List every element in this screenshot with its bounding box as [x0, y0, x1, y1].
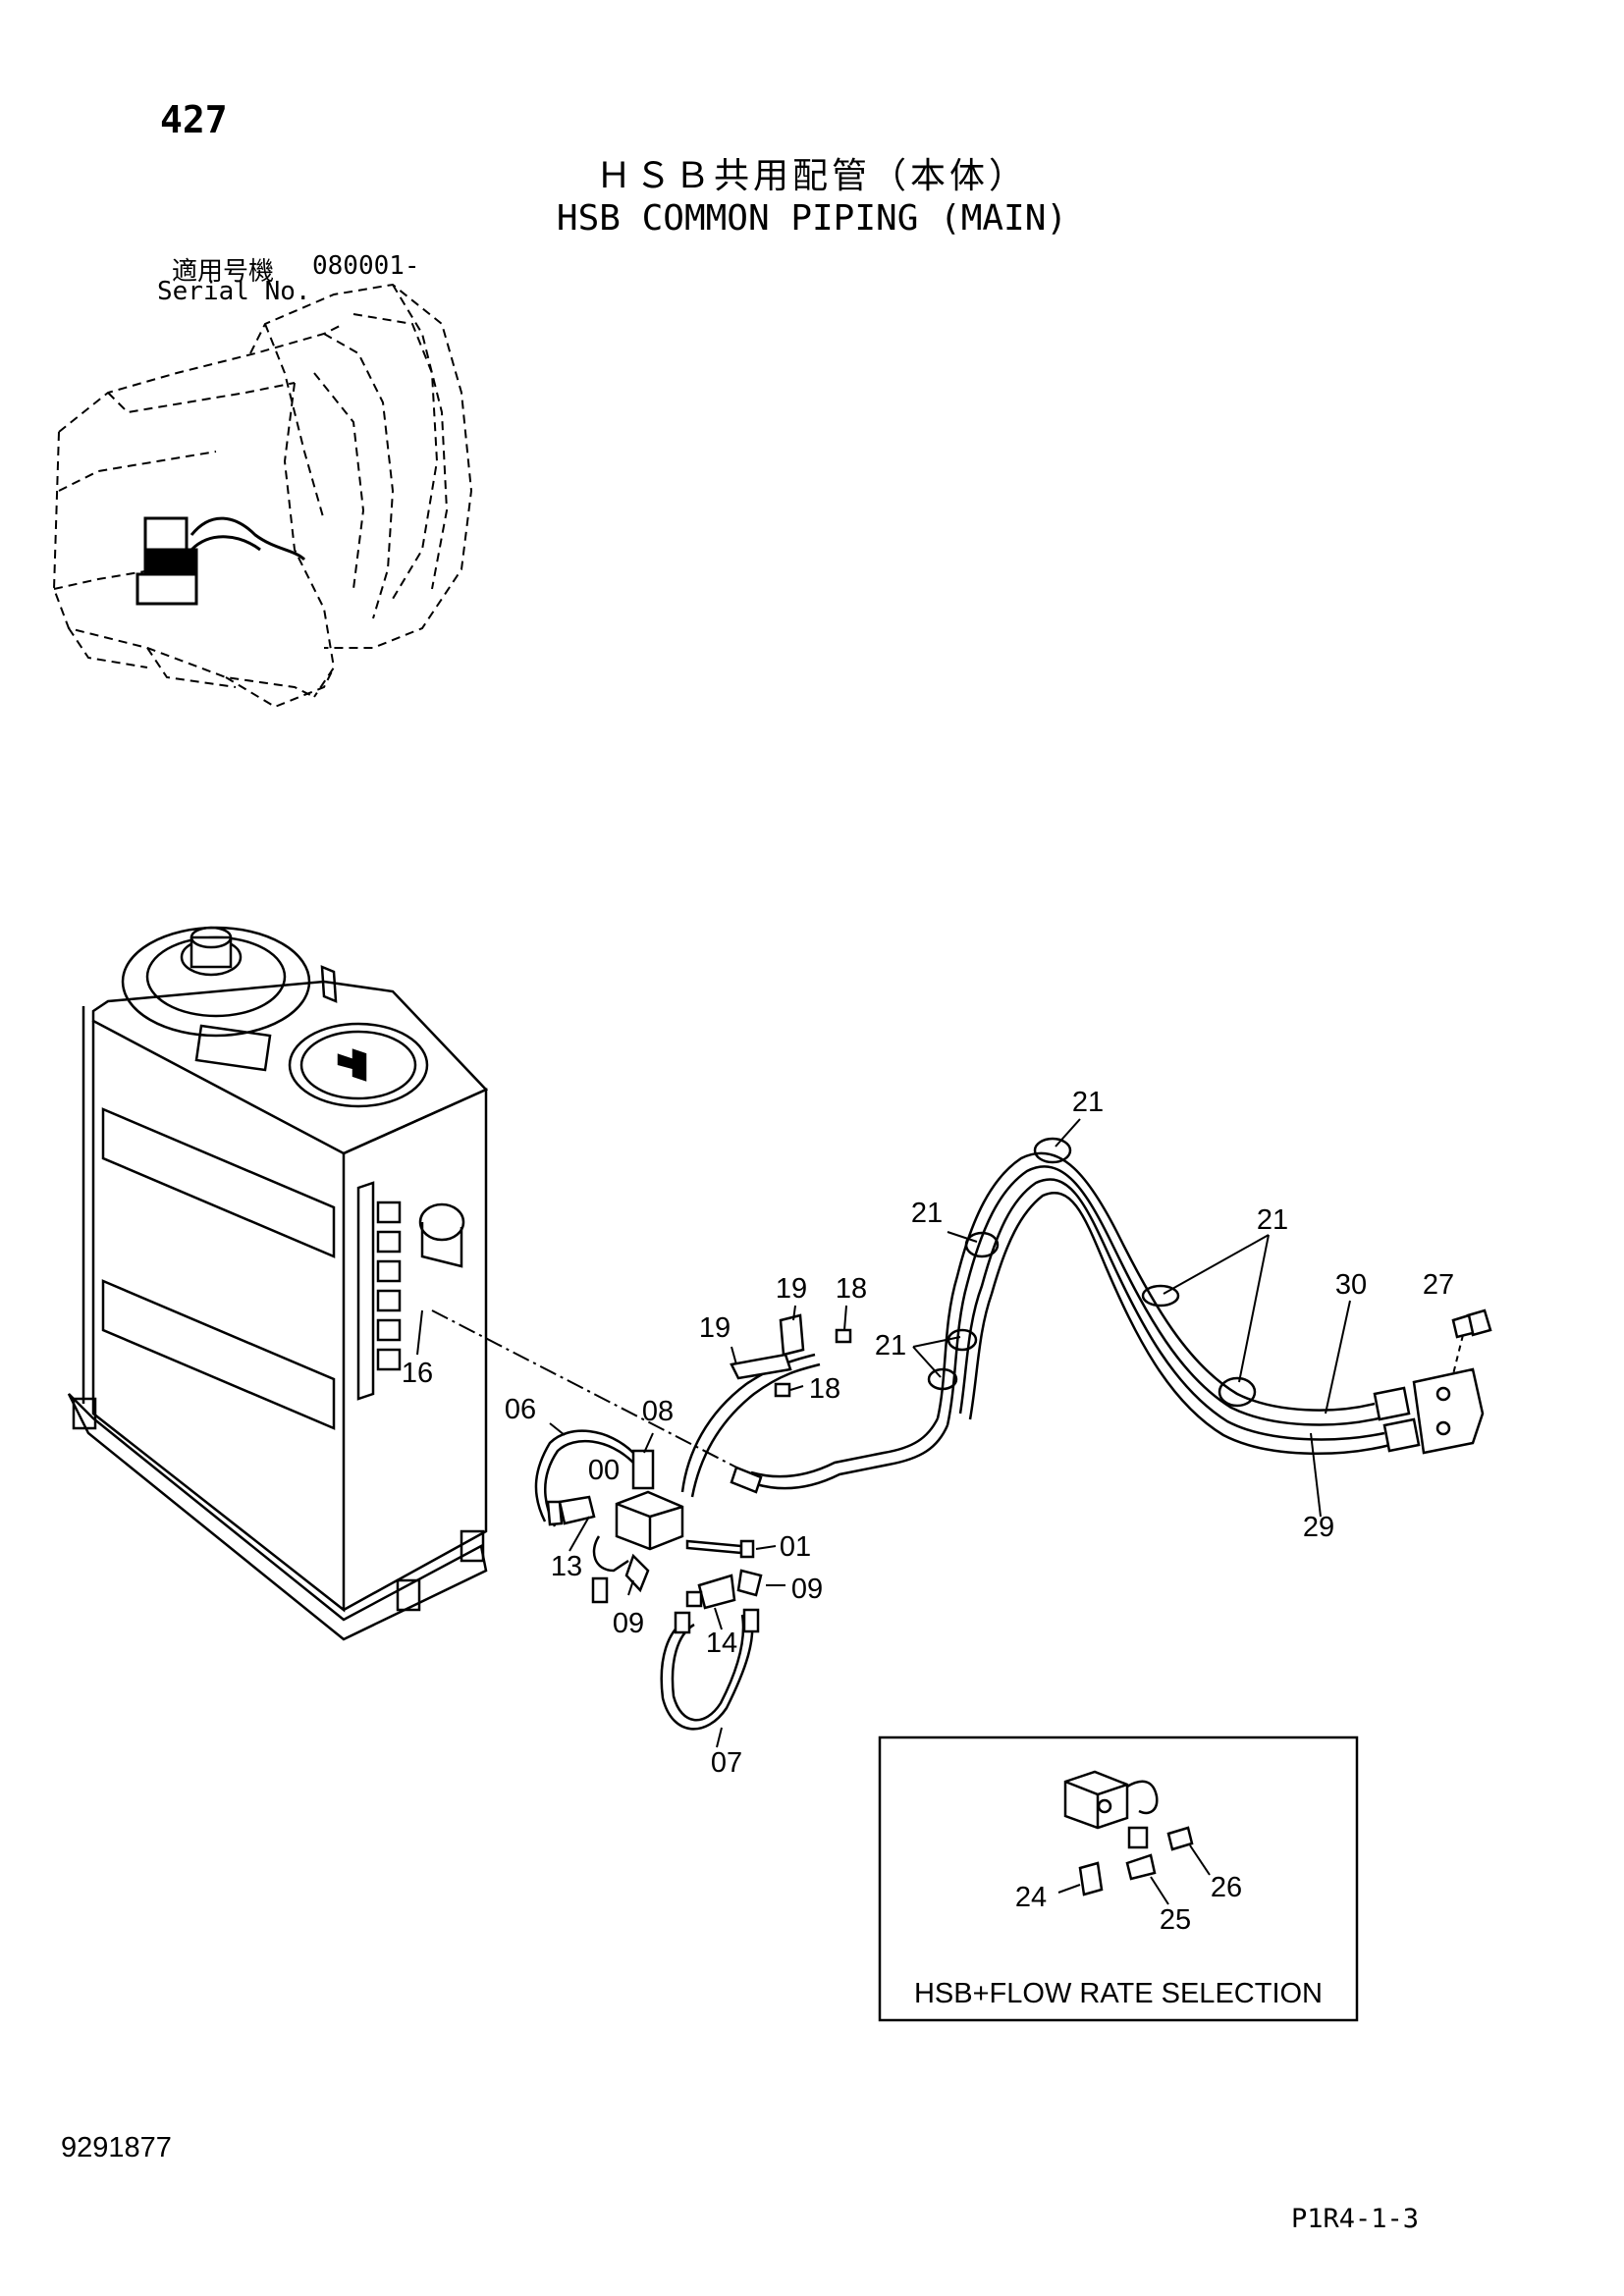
callout-26: 26 — [1211, 1872, 1242, 1903]
hose-run — [936, 1151, 1391, 1456]
callout-01: 01 — [780, 1531, 811, 1563]
callout-18-mid: 18 — [809, 1373, 840, 1405]
machine-overview-sketch — [52, 283, 473, 709]
inset-frame — [878, 1735, 1359, 2022]
callout-25: 25 — [1160, 1904, 1191, 1936]
callout-29: 29 — [1303, 1512, 1334, 1543]
serial-value: 080001- — [312, 251, 420, 281]
title-japanese: ＨＳＢ共用配管（本体） — [595, 156, 1028, 196]
hose-clamps — [927, 1137, 1257, 1408]
callout-21-right: 21 — [1257, 1204, 1288, 1236]
hose-end-fittings — [1373, 1308, 1492, 1455]
callout-13: 13 — [551, 1551, 582, 1582]
callout-19-right: 19 — [776, 1273, 807, 1305]
hydraulic-tank — [67, 926, 489, 1641]
callout-07: 07 — [711, 1747, 742, 1779]
callout-00: 00 — [588, 1455, 620, 1486]
leader-27-to-block — [1452, 1334, 1464, 1375]
callout-30: 30 — [1335, 1269, 1367, 1301]
inset-caption: HSB+FLOW RATE SELECTION — [914, 1978, 1323, 2009]
valve-assembly — [534, 1313, 949, 1731]
callout-leaders — [416, 1118, 1351, 1748]
callout-21-lower: 21 — [875, 1330, 906, 1362]
callout-19-left: 19 — [699, 1312, 731, 1344]
callout-08: 08 — [642, 1396, 674, 1427]
callout-06: 06 — [505, 1394, 536, 1425]
serial-label-japanese: 適用号機 — [172, 257, 275, 287]
overview-highlight-component — [135, 516, 306, 606]
callout-18-top: 18 — [836, 1273, 867, 1305]
callout-09-right: 09 — [791, 1574, 823, 1605]
sheet-code: P1R4-1-3 — [1291, 2204, 1420, 2234]
title-english: HSB COMMON PIPING (MAIN) — [556, 198, 1068, 239]
callout-14: 14 — [706, 1628, 737, 1659]
document-number: 9291877 — [61, 2132, 172, 2163]
callout-16: 16 — [402, 1358, 433, 1389]
inset-flow-selection-drawing — [1063, 1770, 1194, 1896]
callout-09-lower: 09 — [613, 1608, 644, 1639]
leader-16-to-pipe — [431, 1309, 747, 1473]
inset-leaders — [1057, 1844, 1211, 1905]
callout-21-left: 21 — [911, 1198, 943, 1229]
page-number: 427 — [160, 98, 228, 141]
callout-24: 24 — [1015, 1882, 1047, 1913]
serial-label-english: Serial No. — [157, 277, 311, 306]
callout-21-top: 21 — [1072, 1087, 1104, 1118]
callout-27: 27 — [1423, 1269, 1454, 1301]
